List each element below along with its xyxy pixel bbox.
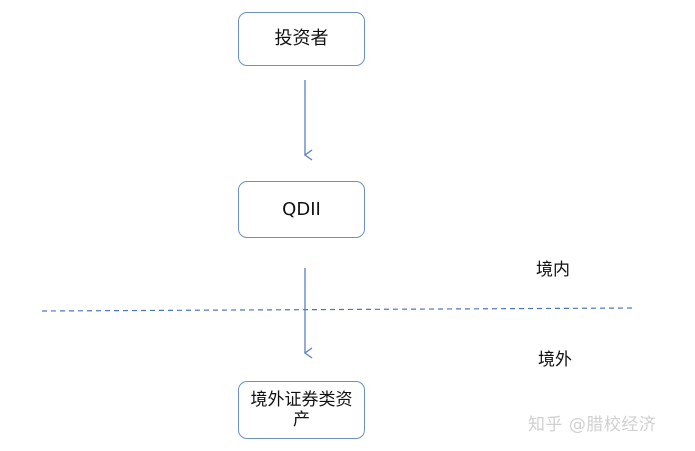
overseas-zone-label: 境外 — [538, 350, 572, 370]
qdii-node: QDII — [238, 181, 365, 238]
foreign-assets-node-label: 境外证券类资产 — [250, 389, 353, 430]
investor-node: 投资者 — [238, 12, 365, 66]
foreign-assets-node: 境外证券类资产 — [238, 381, 365, 439]
domestic-overseas-divider — [41, 307, 637, 312]
watermark: 知乎 @腊校经济 — [528, 415, 657, 435]
domestic-zone-label: 境内 — [536, 260, 570, 280]
qdii-node-label: QDII — [282, 198, 321, 220]
investor-node-label: 投资者 — [274, 28, 329, 50]
